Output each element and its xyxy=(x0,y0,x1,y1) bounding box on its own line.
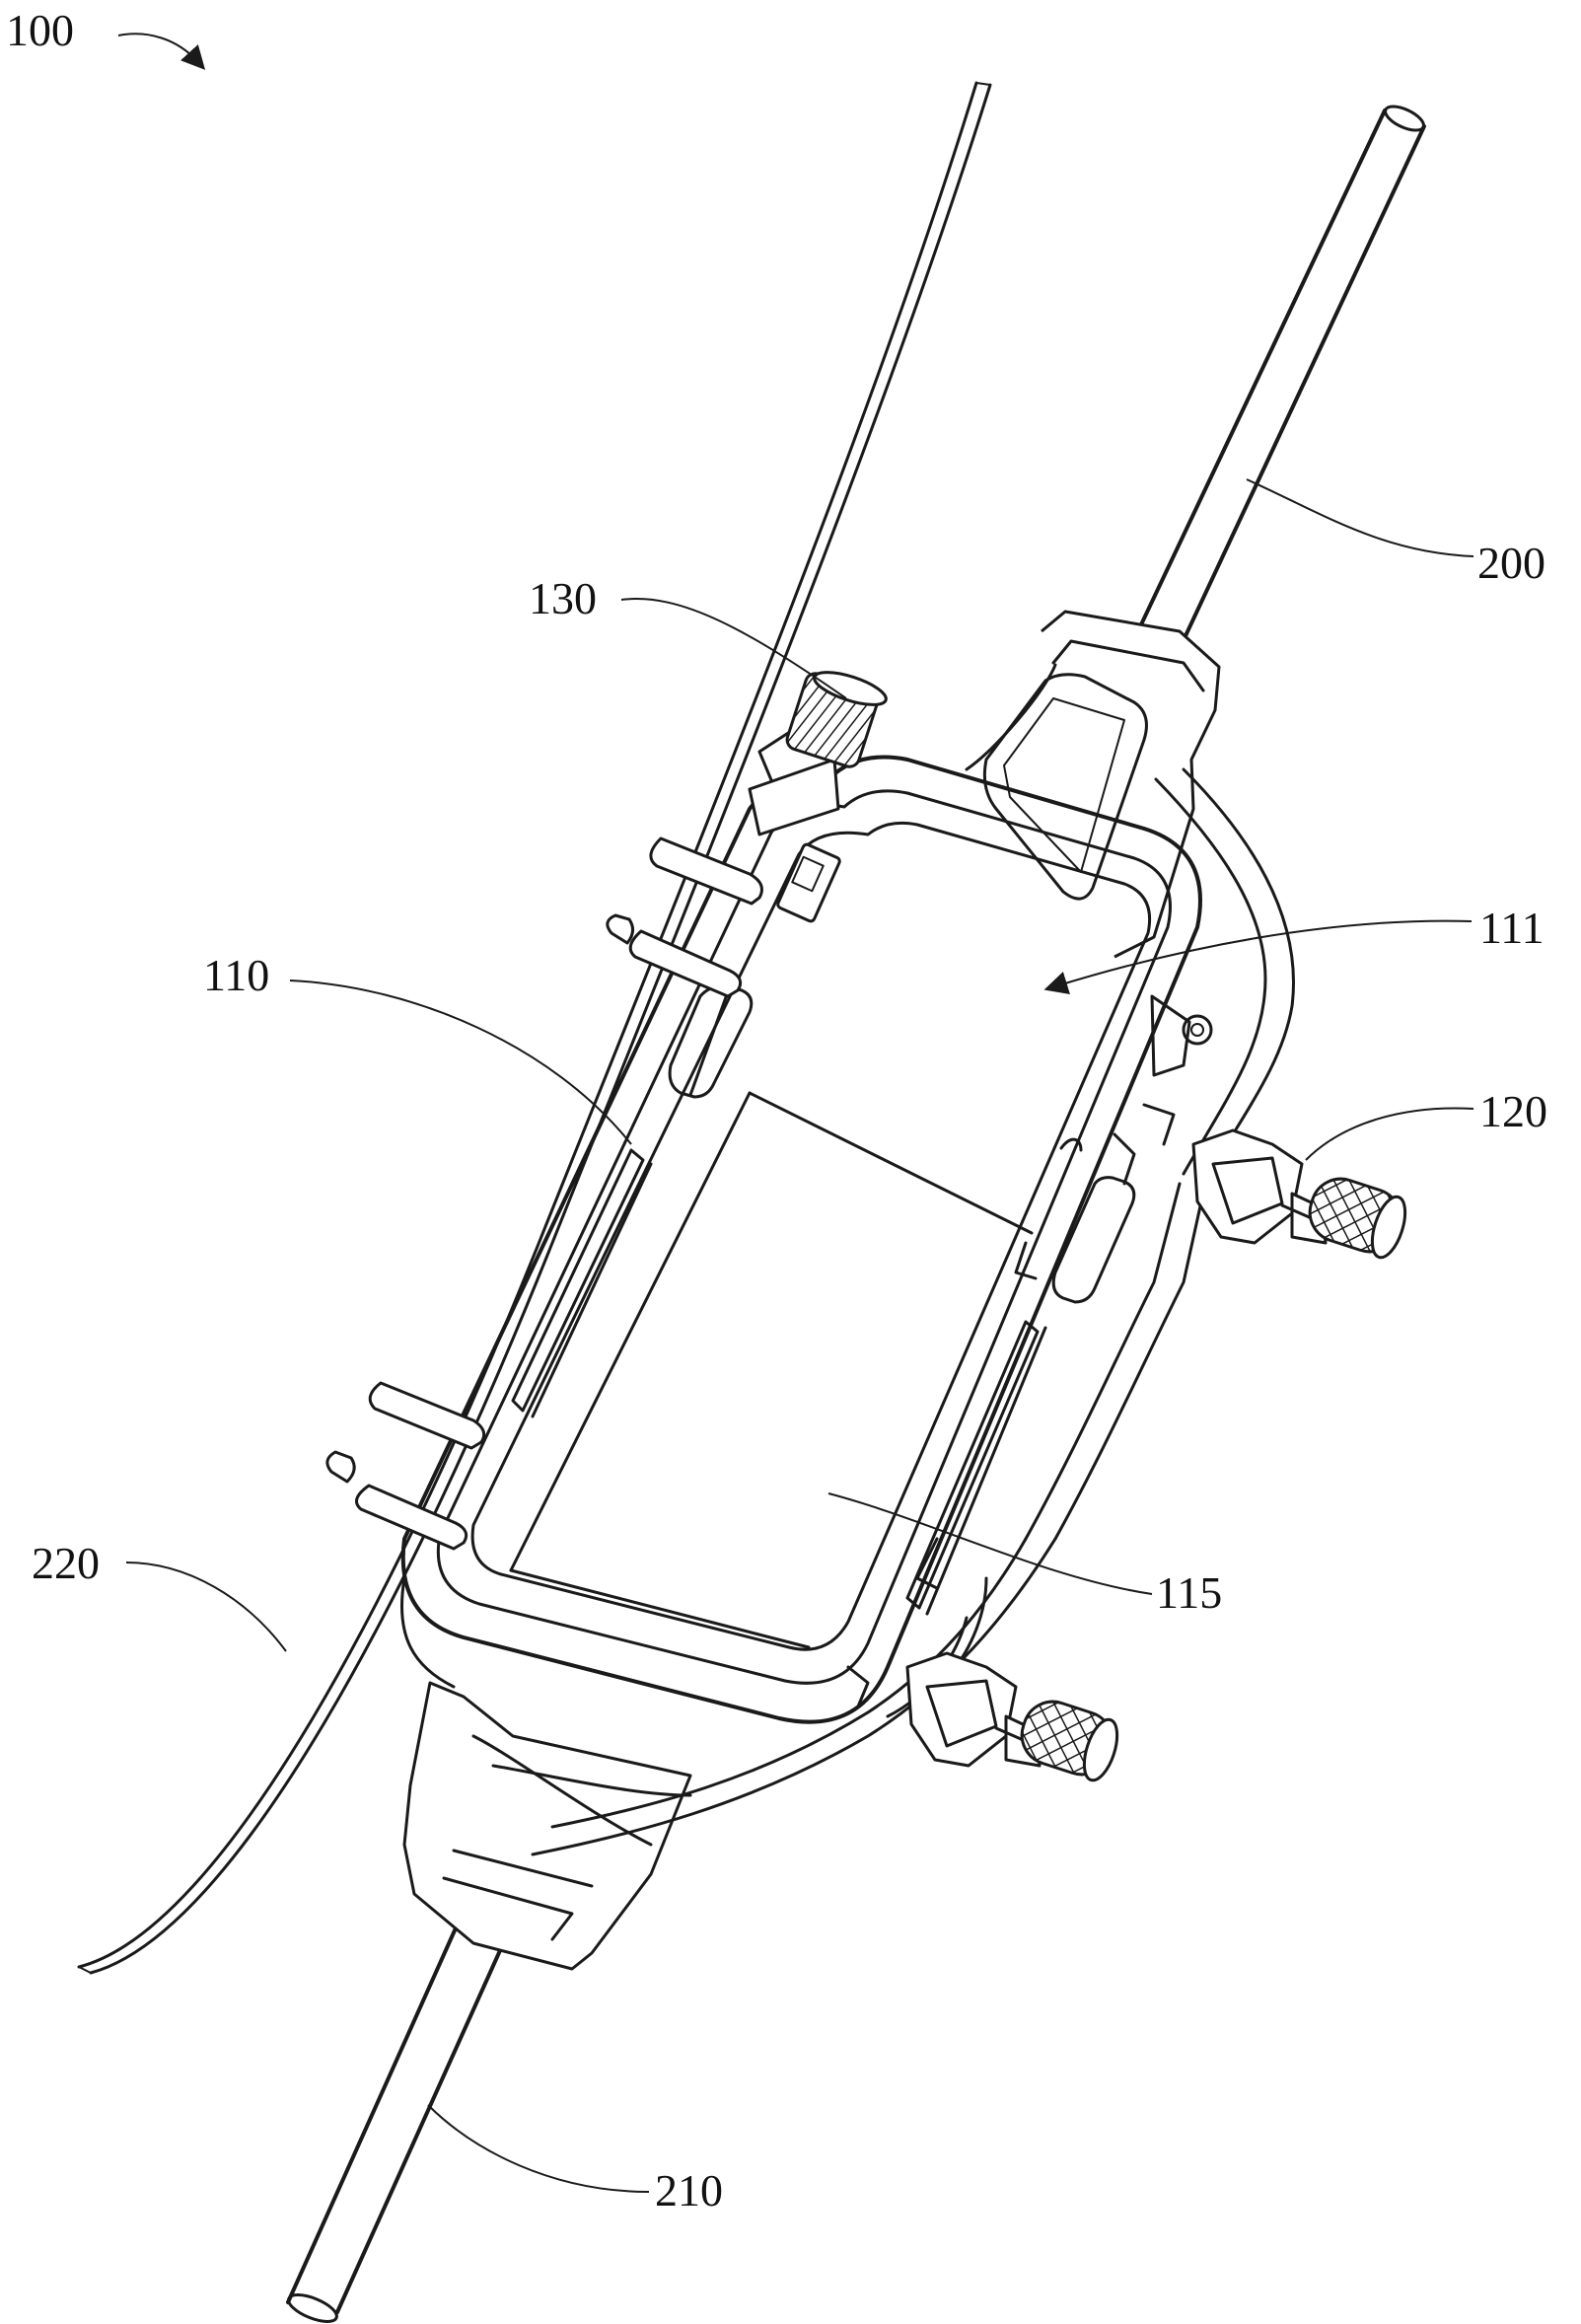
frame-110 xyxy=(403,758,1211,1722)
label-110: 110 xyxy=(203,950,269,1000)
outer-frame xyxy=(401,612,1293,1969)
reference-labels: 100 200 130 111 110 120 220 115 210 xyxy=(6,5,1547,2215)
label-120: 120 xyxy=(1479,1086,1547,1136)
label-115: 115 xyxy=(1156,1567,1222,1618)
label-210: 210 xyxy=(655,2165,723,2215)
rod-200 xyxy=(1134,102,1427,657)
assembly-arrow xyxy=(118,34,197,61)
label-100: 100 xyxy=(6,5,74,55)
label-220: 220 xyxy=(32,1538,100,1588)
rod-210 xyxy=(285,1902,515,2324)
wire-220 xyxy=(79,83,990,1973)
label-130: 130 xyxy=(529,573,597,623)
label-200: 200 xyxy=(1477,538,1545,588)
screen-115 xyxy=(511,1093,1032,1647)
wire-mounts xyxy=(327,838,762,1549)
label-111: 111 xyxy=(1479,903,1545,953)
